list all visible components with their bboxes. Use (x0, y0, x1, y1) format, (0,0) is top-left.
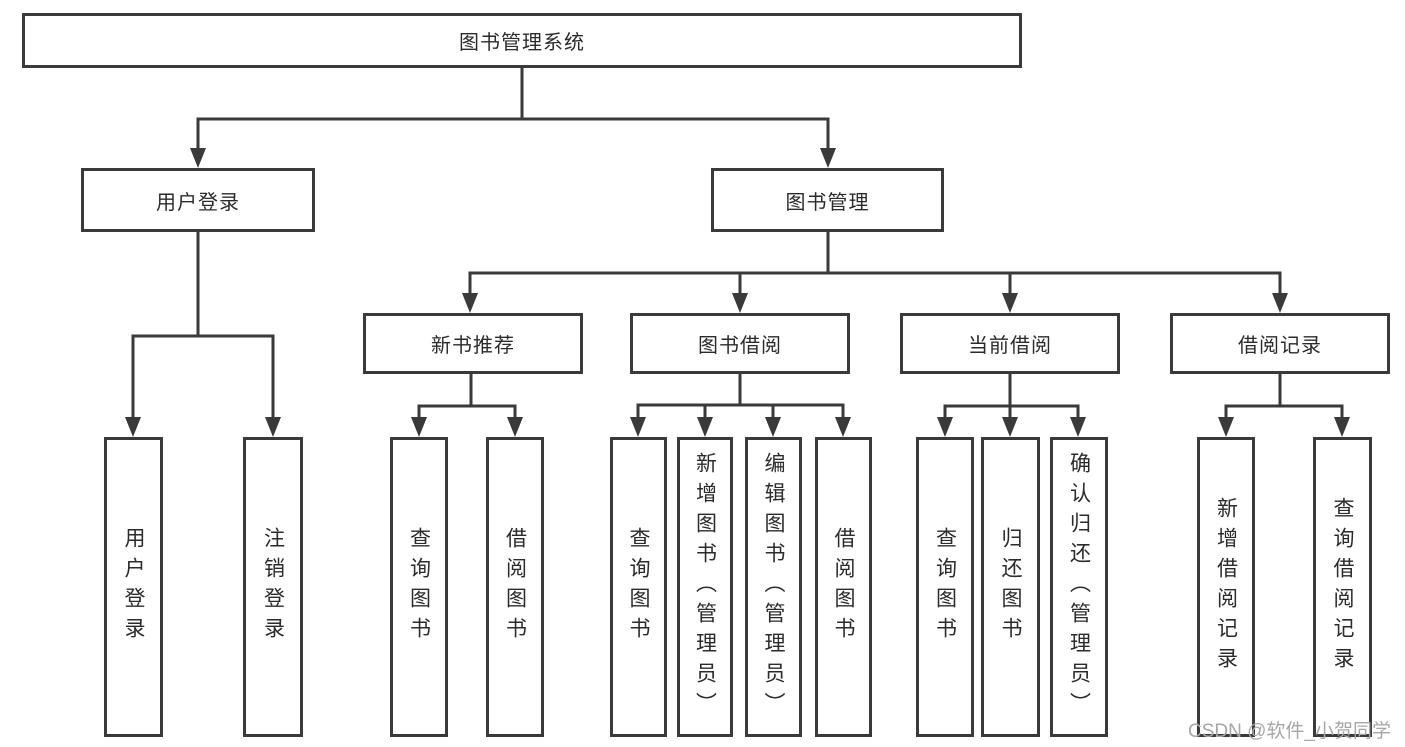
leaf-borrow-books-recommend: 借阅图书 (486, 437, 544, 737)
node-borrow-records: 借阅记录 (1170, 313, 1390, 374)
connector-root-to-level2 (190, 66, 836, 168)
node-book-borrow-label: 图书借阅 (698, 335, 782, 357)
leaf-query-books-recommend-label: 查询图书 (407, 527, 431, 647)
leaf-user-login: 用户登录 (104, 437, 163, 737)
leaf-borrow-books-borrow: 借阅图书 (815, 437, 872, 737)
leaf-logout-login: 注销登录 (243, 437, 303, 737)
csdn-watermark: CSDN @软件_小贺同学 (1188, 721, 1391, 742)
leaf-query-books-current: 查询图书 (916, 437, 974, 737)
leaf-borrow-books-recommend-label: 借阅图书 (503, 527, 527, 647)
leaf-return-books: 归还图书 (981, 437, 1040, 737)
node-current-borrow: 当前借阅 (900, 313, 1120, 374)
node-current-borrow-label: 当前借阅 (968, 335, 1052, 357)
leaf-query-books-recommend: 查询图书 (390, 437, 448, 737)
connector-borrow-children (630, 372, 851, 437)
node-root: 图书管理系统 (22, 13, 1022, 68)
connector-recommend-children (411, 372, 523, 437)
leaf-query-borrow-record: 查询借阅记录 (1313, 437, 1372, 737)
node-borrow-records-label: 借阅记录 (1238, 335, 1322, 357)
leaf-confirm-return-admin: 确认归还（管理员） (1050, 437, 1108, 737)
leaf-add-book-admin: 新增图书（管理员） (677, 437, 733, 737)
leaf-user-login-label: 用户登录 (122, 527, 145, 647)
connector-records-children (1218, 372, 1350, 437)
leaf-query-books-borrow-label: 查询图书 (627, 527, 650, 647)
node-new-book-recommend-label: 新书推荐 (431, 335, 515, 357)
leaf-add-borrow-record: 新增借阅记录 (1197, 437, 1255, 737)
leaf-add-book-admin-label: 新增图书（管理员） (693, 452, 717, 722)
node-root-label: 图书管理系统 (459, 32, 585, 54)
node-user-login-label: 用户登录 (156, 191, 240, 214)
node-book-management-label: 图书管理 (785, 191, 870, 214)
node-book-management: 图书管理 (711, 168, 944, 232)
leaf-borrow-books-borrow-label: 借阅图书 (832, 527, 855, 647)
node-book-borrow: 图书借阅 (630, 313, 850, 374)
leaf-add-borrow-record-label: 新增借阅记录 (1214, 497, 1238, 677)
leaf-edit-book-admin-label: 编辑图书（管理员） (762, 452, 785, 722)
leaf-confirm-return-admin-label: 确认归还（管理员） (1067, 452, 1091, 722)
node-new-book-recommend: 新书推荐 (363, 313, 583, 374)
node-user-login: 用户登录 (81, 168, 315, 232)
connector-userlogin-children (125, 230, 281, 437)
connector-bookmgmt-to-level3 (462, 230, 1288, 313)
connector-current-children (937, 372, 1086, 437)
leaf-query-books-current-label: 查询图书 (933, 527, 957, 647)
leaf-query-borrow-record-label: 查询借阅记录 (1331, 497, 1354, 677)
leaf-query-books-borrow: 查询图书 (610, 437, 667, 737)
leaf-logout-login-label: 注销登录 (261, 527, 285, 647)
leaf-return-books-label: 归还图书 (999, 527, 1022, 647)
leaf-edit-book-admin: 编辑图书（管理员） (745, 437, 802, 737)
